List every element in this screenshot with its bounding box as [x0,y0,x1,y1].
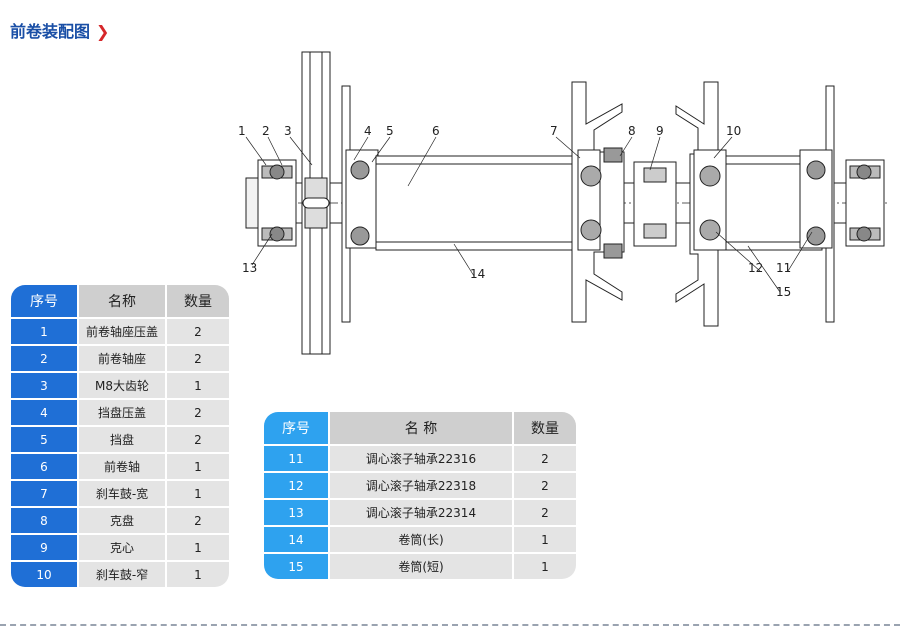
callouts: 1 2 3 4 5 6 7 8 9 10 11 12 13 14 15 [238,124,813,299]
cell-no: 10 [11,562,77,587]
callout-9: 9 [656,124,664,138]
header-qty: 数量 [167,285,229,317]
header-no: 序号 [11,285,77,317]
cell-name: 调心滚子轴承22316 [330,446,512,471]
header-name: 名 称 [330,412,512,444]
cell-name: 克盘 [79,508,165,533]
cell-qty: 2 [167,427,229,452]
cell-no: 2 [11,346,77,371]
cell-qty: 1 [514,554,576,579]
long-drum [375,155,573,251]
cell-name: 克心 [79,535,165,560]
cell-name: 前卷轴座 [79,346,165,371]
cell-qty: 2 [514,473,576,498]
cell-no: 4 [11,400,77,425]
cell-no: 8 [11,508,77,533]
callout-15: 15 [776,285,791,299]
cell-no: 12 [264,473,328,498]
callout-12: 12 [748,261,763,275]
cell-name: 刹车鼓-宽 [79,481,165,506]
header-name: 名称 [79,285,165,317]
callout-5: 5 [386,124,394,138]
cell-no: 5 [11,427,77,452]
cell-qty: 1 [167,562,229,587]
cell-no: 11 [264,446,328,471]
callout-7: 7 [550,124,558,138]
assembly-drawing: 1 2 3 4 5 6 7 8 9 10 11 12 13 14 15 [238,51,888,355]
cell-qty: 2 [514,446,576,471]
cell-qty: 2 [167,346,229,371]
cell-qty: 2 [167,508,229,533]
footer-divider [0,624,900,626]
cell-qty: 2 [167,400,229,425]
cell-qty: 2 [514,500,576,525]
cell-name: 卷筒(短) [330,554,512,579]
cell-name: 挡盘 [79,427,165,452]
cell-name: 调心滚子轴承22314 [330,500,512,525]
callout-14: 14 [470,267,485,281]
cell-no: 1 [11,319,77,344]
callout-10: 10 [726,124,741,138]
cell-name: 前卷轴座压盖 [79,319,165,344]
cell-qty: 2 [167,319,229,344]
cell-qty: 1 [167,481,229,506]
callout-1: 1 [238,124,246,138]
cell-qty: 1 [167,373,229,398]
page-title-text: 前卷装配图 [10,22,91,41]
cell-name: M8大齿轮 [79,373,165,398]
callout-13: 13 [242,261,257,275]
chevron-right-icon[interactable]: ❯ [96,22,110,41]
cell-qty: 1 [167,454,229,479]
cell-name: 调心滚子轴承22318 [330,473,512,498]
cell-qty: 1 [167,535,229,560]
callout-8: 8 [628,124,636,138]
cell-no: 3 [11,373,77,398]
header-qty: 数量 [514,412,576,444]
header-no: 序号 [264,412,328,444]
cell-no: 7 [11,481,77,506]
cell-no: 13 [264,500,328,525]
callout-4: 4 [364,124,372,138]
cell-name: 前卷轴 [79,454,165,479]
cell-no: 9 [11,535,77,560]
callout-6: 6 [432,124,440,138]
cell-qty: 1 [514,527,576,552]
cell-name: 卷筒(长) [330,527,512,552]
callout-3: 3 [284,124,292,138]
cell-no: 14 [264,527,328,552]
page-title: 前卷装配图 ❯ [10,18,109,42]
cell-name: 挡盘压盖 [79,400,165,425]
callout-11: 11 [776,261,791,275]
cell-no: 15 [264,554,328,579]
callout-2: 2 [262,124,270,138]
cell-no: 6 [11,454,77,479]
cell-name: 刹车鼓-窄 [79,562,165,587]
